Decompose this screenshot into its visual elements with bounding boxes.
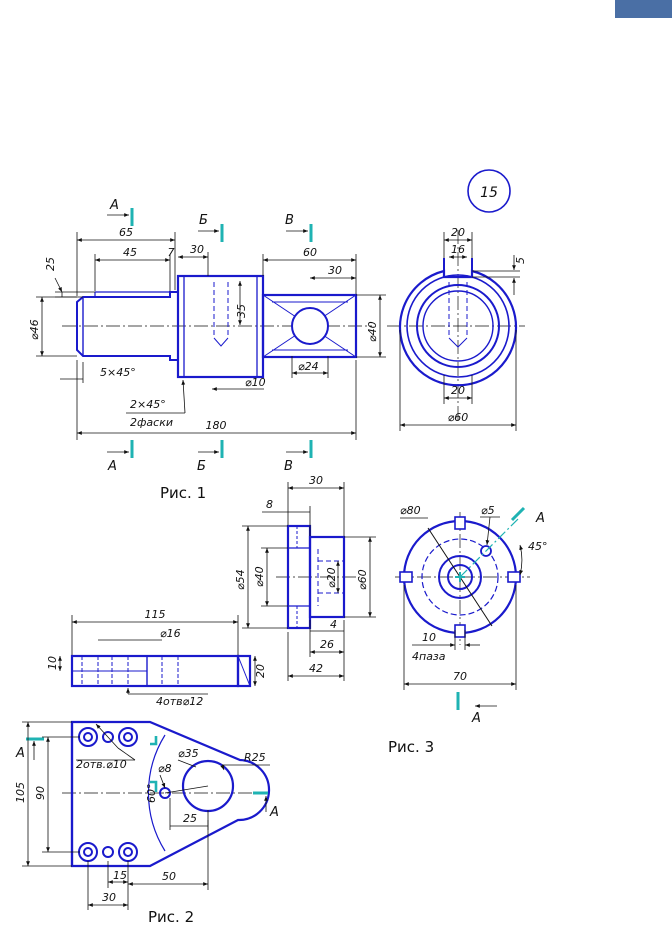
section-label-v-bot: В xyxy=(284,459,293,474)
side-dim-16: 16 xyxy=(451,243,465,256)
fig3-dim-45deg: 45° xyxy=(528,540,548,553)
fig2-dim-15: 15 xyxy=(113,869,127,882)
figure-3-front-view: ⌀80 ⌀5 45° 10 4паза 70 А А Рис. 3 xyxy=(388,504,548,756)
dim-45: 45 xyxy=(123,246,137,259)
dim-25: 25 xyxy=(44,257,57,271)
fig3-dim-30: 30 xyxy=(309,474,323,487)
fig3-dim-10: 10 xyxy=(422,631,436,644)
fig2-holes2: 2отв.⌀10 xyxy=(76,758,127,771)
section-label-a-bot: А xyxy=(107,459,117,474)
section-label-a-top: А xyxy=(109,198,119,213)
fig2-dim-25: 25 xyxy=(183,812,197,825)
fig3-dim-phi60: ⌀60 xyxy=(356,569,369,590)
fig3-dim-phi54: ⌀54 xyxy=(234,569,247,590)
sheet-number-badge: 15 xyxy=(467,169,511,213)
figure-2-plate-top: 115 ⌀16 10 20 4отв⌀12 xyxy=(46,608,267,708)
side-dim-20-bot: 20 xyxy=(451,384,465,397)
fig2-dim-phi16: ⌀16 xyxy=(160,627,181,640)
sheet-number: 15 xyxy=(480,185,498,201)
figure-1-shaft: 65 45 7 30 60 30 25 35 ⌀46 ⌀40 5×45° ⌀24… xyxy=(28,198,386,502)
fig3-slots: 4паза xyxy=(412,650,446,663)
fig3-section-a-bot: А xyxy=(471,711,481,726)
fig2-dim-105: 105 xyxy=(14,782,27,803)
fig2-dim-30: 30 xyxy=(102,891,116,904)
dim-180: 180 xyxy=(206,419,227,432)
caption-fig3: Рис. 3 xyxy=(388,738,434,756)
fig3-dim-8: 8 xyxy=(266,498,273,511)
fig3-dim-42: 42 xyxy=(309,662,323,675)
dim-7: 7 xyxy=(168,246,175,259)
fig3-dim-4: 4 xyxy=(330,618,337,631)
fig2-section-a-right: А xyxy=(269,805,279,820)
side-dim-20-top: 20 xyxy=(451,226,465,239)
corner-tab xyxy=(615,0,672,18)
dim-30a: 30 xyxy=(190,243,204,256)
fig2-dim-115: 115 xyxy=(145,608,166,621)
dim-phi40: ⌀40 xyxy=(366,321,379,342)
fig3-dim-phi5: ⌀5 xyxy=(481,504,495,517)
side-dim-phi60: ⌀60 xyxy=(448,411,469,424)
caption-fig1: Рис. 1 xyxy=(160,484,206,502)
fig3-dim-phi20: ⌀20 xyxy=(325,567,338,588)
dim-chamfer: 5×45° xyxy=(100,366,136,379)
fig2-dim-90: 90 xyxy=(34,786,47,800)
figure-2-plate-front: А А 2отв.⌀10 xyxy=(14,720,279,926)
fig2-dim-10: 10 xyxy=(46,656,59,670)
dim-phi10: ⌀10 xyxy=(245,376,266,389)
fig2-holes: 4отв⌀12 xyxy=(156,695,203,708)
figure-3-flange: 30 8 ⌀54 ⌀40 ⌀20 ⌀60 4 26 42 xyxy=(234,474,376,681)
dim-chamfer2-line2: 2фаски xyxy=(130,416,173,429)
dim-phi24: ⌀24 xyxy=(298,360,319,373)
fig3-dim-phi80: ⌀80 xyxy=(400,504,421,517)
section-marks-fig1: А Б В А Б В xyxy=(107,198,313,474)
section-label-b-top: Б xyxy=(199,213,208,228)
dim-60: 60 xyxy=(303,246,317,259)
dim-65: 65 xyxy=(119,226,133,239)
dim-35: 35 xyxy=(235,304,248,318)
fig2-dim-phi35: ⌀35 xyxy=(178,747,199,760)
fig2-dim-phi8: ⌀8 xyxy=(158,762,172,775)
fig2-dim-r25: R25 xyxy=(244,751,266,764)
side-dim-5: 5 xyxy=(514,257,527,264)
fig3-dim-26: 26 xyxy=(320,638,334,651)
caption-fig2: Рис. 2 xyxy=(148,908,194,926)
fig3-section-a-top: А xyxy=(535,511,545,526)
section-label-b-bot: Б xyxy=(197,459,206,474)
section-label-v-top: В xyxy=(285,213,294,228)
fig3-dim-phi40: ⌀40 xyxy=(253,566,266,587)
fig2-dim-50: 50 xyxy=(162,870,176,883)
fig2-dim-20: 20 xyxy=(254,664,267,678)
figure-1-side-view: 20 16 5 20 ⌀60 xyxy=(387,226,527,431)
fig3-dim-70: 70 xyxy=(453,670,467,683)
fig2-section-a-left: А xyxy=(15,746,25,761)
fig2-dim-60deg: 60° xyxy=(145,784,158,804)
dim-30b: 30 xyxy=(328,264,342,277)
dim-phi46: ⌀46 xyxy=(28,319,41,340)
dim-chamfer2-line1: 2×45° xyxy=(130,398,166,411)
